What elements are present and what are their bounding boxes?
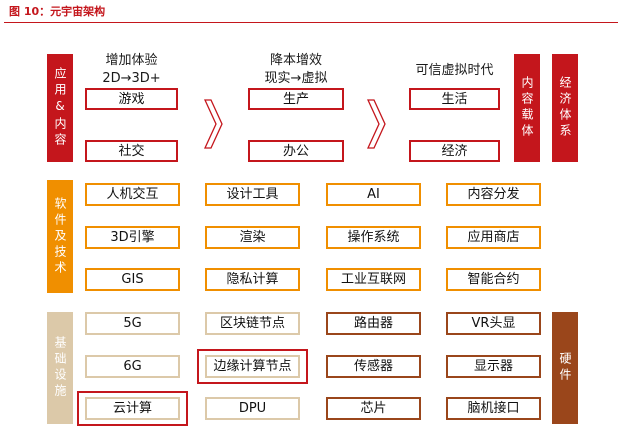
highlight-outline <box>77 391 188 426</box>
software-box: 应用商店 <box>446 226 541 249</box>
side-tag-content-carrier: 内容载体 <box>514 54 540 162</box>
software-box: 设计工具 <box>205 183 300 206</box>
hardware-box: 传感器 <box>326 355 421 378</box>
layer-band-infrastructure: 基础设施 <box>47 312 73 424</box>
app-box: 经济 <box>409 140 500 162</box>
layer-band-label: 应用&内容 <box>53 67 67 149</box>
hardware-box: VR头显 <box>446 312 541 335</box>
infrastructure-box: 6G <box>85 355 180 378</box>
infrastructure-box: 区块链节点 <box>205 312 300 335</box>
infrastructure-box: 5G <box>85 312 180 335</box>
software-box: 工业互联网 <box>326 268 421 291</box>
software-box: 人机交互 <box>85 183 180 206</box>
stage-headline: 可信虚拟时代 <box>415 63 494 78</box>
stage-headline: 增加体验 <box>105 53 158 68</box>
app-box: 生活 <box>409 88 500 110</box>
hardware-box: 芯片 <box>326 397 421 420</box>
layer-band-label: 基础设施 <box>53 336 67 400</box>
stage-subline: 现实→虚拟 <box>264 71 328 86</box>
software-box: 内容分发 <box>446 183 541 206</box>
layer-band-label: 软件及技术 <box>53 196 67 277</box>
chevron-right-icon <box>204 99 223 149</box>
app-box: 社交 <box>85 140 178 162</box>
title-divider <box>4 22 618 23</box>
app-box: 游戏 <box>85 88 178 110</box>
hardware-box: 路由器 <box>326 312 421 335</box>
software-box: 隐私计算 <box>205 268 300 291</box>
app-box: 办公 <box>248 140 344 162</box>
software-box: 3D引擎 <box>85 226 180 249</box>
infrastructure-box: 云计算 <box>85 397 180 420</box>
hardware-box: 脑机接口 <box>446 397 541 420</box>
infrastructure-box: 边缘计算节点 <box>205 355 300 378</box>
stage-headline: 降本增效 <box>269 53 323 68</box>
side-tag-hardware: 硬件 <box>552 312 578 424</box>
stage-subline: 2D→3D+ <box>102 71 161 86</box>
highlight-outline <box>197 349 308 384</box>
layer-band-application: 应用&内容 <box>47 54 73 162</box>
software-box: GIS <box>85 268 180 291</box>
infrastructure-box: DPU <box>205 397 300 420</box>
side-tag-label: 内容载体 <box>520 76 534 140</box>
side-tag-economy: 经济体系 <box>552 54 578 162</box>
side-tag-label: 经济体系 <box>558 76 572 140</box>
hardware-box: 显示器 <box>446 355 541 378</box>
layer-band-software: 软件及技术 <box>47 180 73 293</box>
software-box: AI <box>326 183 421 206</box>
software-box: 渲染 <box>205 226 300 249</box>
side-tag-label: 硬件 <box>558 352 572 384</box>
software-box: 操作系统 <box>326 226 421 249</box>
figure-title: 图 10：元宇宙架构 <box>9 5 106 18</box>
chevron-right-icon <box>367 99 386 149</box>
software-box: 智能合约 <box>446 268 541 291</box>
app-box: 生产 <box>248 88 344 110</box>
